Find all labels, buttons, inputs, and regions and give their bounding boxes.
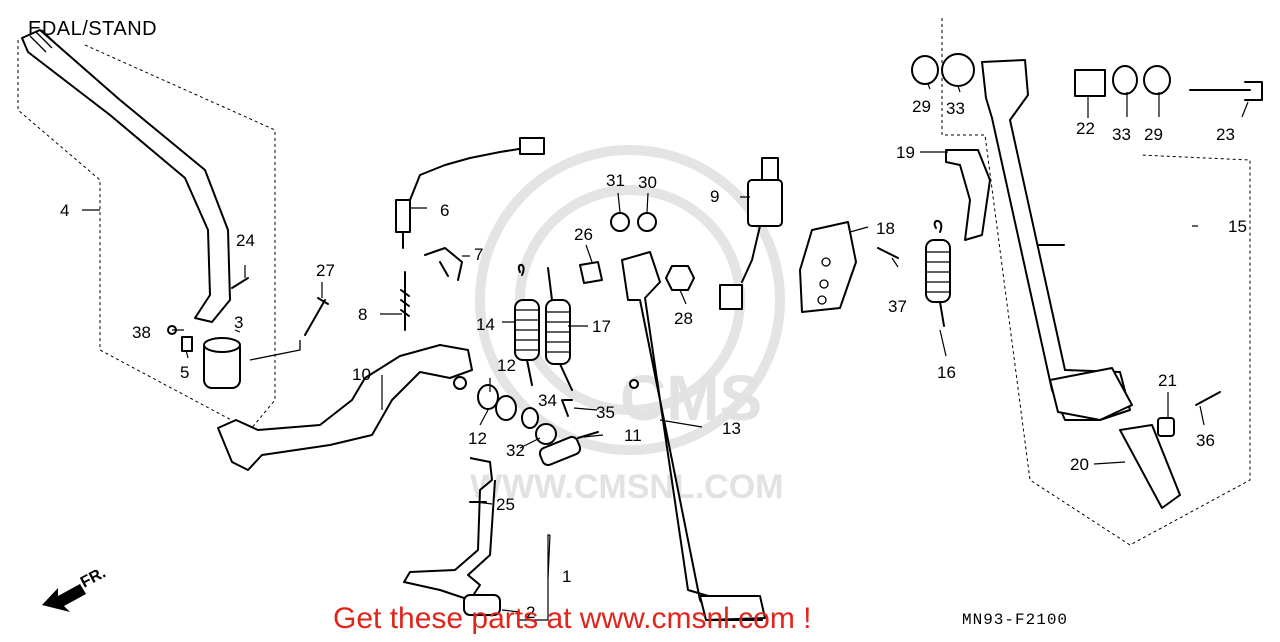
callout-17: 17 [592,317,611,336]
part-18-bracket [799,221,857,313]
part-22-collar [1074,69,1106,97]
callout-24: 24 [236,231,255,250]
part-12-washer-a [477,384,499,410]
part-13-side-stand [621,251,766,621]
part-8-pin [400,271,410,331]
diagram-code: MN93-F2100 [962,611,1069,629]
part-4-lever [21,29,231,323]
part-20-rubber [1119,424,1181,509]
part-11-spring [538,431,599,467]
part-3-joint [167,325,241,389]
callout-21: 21 [1158,371,1177,390]
part-23-bolt [1189,81,1263,101]
promo-text: Get these parts at www.cmsnl.com ! [333,602,812,635]
part-31-washer [610,212,630,232]
part-27-bolt [304,297,329,336]
callout-26: 26 [574,225,593,244]
callout-16: 16 [937,363,956,382]
part-14-spring [514,263,540,386]
callout-20: 20 [1070,455,1089,474]
callout-bracket-1-2 [518,534,550,621]
watermark-logo: CMS [620,362,762,434]
callout-32: 32 [506,441,525,460]
part-29-washer-a [911,55,939,85]
callout-8: 8 [358,305,367,324]
part-6-switch [395,137,545,249]
callout-5: 5 [180,363,189,382]
part-16-spring [925,220,951,327]
part-37-bolt [877,247,899,259]
callout-14: 14 [476,315,495,334]
callout-25: 25 [496,495,515,514]
part-33-bearing-a [941,53,975,87]
callout-22: 22 [1076,119,1095,138]
part-19-bracket [945,149,991,241]
part-33-bearing-b [1112,65,1138,95]
direction-label: FR. [78,564,109,591]
callout-2: 2 [526,603,535,622]
part-24-bolt [231,277,249,289]
callout-29-a: 29 [912,97,931,116]
diagram-title: EDAL/STAND [28,18,158,40]
leader-27 [249,340,301,361]
callout-12-b: 12 [468,429,487,448]
callout-30: 30 [638,173,657,192]
callout-13: 13 [722,419,741,438]
callout-23: 23 [1216,125,1235,144]
callout-labels: 1 2 3 4 5 6 7 8 9 10 11 12 12 13 14 15 1… [60,97,1247,622]
callout-27: 27 [316,261,335,280]
part-21-collar [1157,417,1175,437]
part-34-washer [521,407,539,429]
callout-36: 36 [1196,431,1215,450]
callout-7: 7 [474,245,483,264]
callout-28: 28 [674,309,693,328]
callout-19: 19 [896,143,915,162]
callout-11: 11 [624,426,642,445]
part-10-brake-pedal [217,344,473,471]
part-12-washer-b [495,395,517,421]
callout-15: 15 [1228,217,1247,236]
callout-18: 18 [876,219,895,238]
callout-35: 35 [596,403,615,422]
arrow-icon [42,584,86,612]
callout-leaders [82,83,1249,613]
callout-1: 1 [562,567,571,586]
part-36-bolt [1195,391,1221,406]
part-29-washer-b [1143,65,1171,95]
part-9-switch [719,157,783,310]
callout-31: 31 [606,171,625,190]
front-direction-arrow: FR. [42,564,109,612]
callout-37: 37 [888,297,907,316]
part-32-collar [535,423,557,445]
leaders-left [172,265,323,359]
part-30-washer [637,212,657,232]
part-17-spring [545,267,573,391]
callout-10: 10 [352,365,371,384]
callout-4: 4 [60,201,69,220]
callout-34: 34 [538,391,557,410]
part-28-nut [665,265,695,291]
callout-6: 6 [440,201,449,220]
callout-3: 3 [234,313,243,332]
part-35-pin [561,399,573,417]
part-7-clip [424,247,463,281]
watermark-url: WWW.CMSNL.COM [470,468,784,506]
callout-9: 9 [710,187,719,206]
callout-33-a: 33 [946,99,965,118]
outline-group-4 [17,40,276,431]
callout-12-a: 12 [497,356,516,375]
watermark: CMS WWW.CMSNL.COM [470,145,785,506]
part-26-bolt [579,261,603,284]
callout-29-b: 29 [1144,125,1163,144]
callout-38: 38 [132,323,151,342]
callout-33-b: 33 [1112,125,1131,144]
part-15-stand [981,59,1133,421]
